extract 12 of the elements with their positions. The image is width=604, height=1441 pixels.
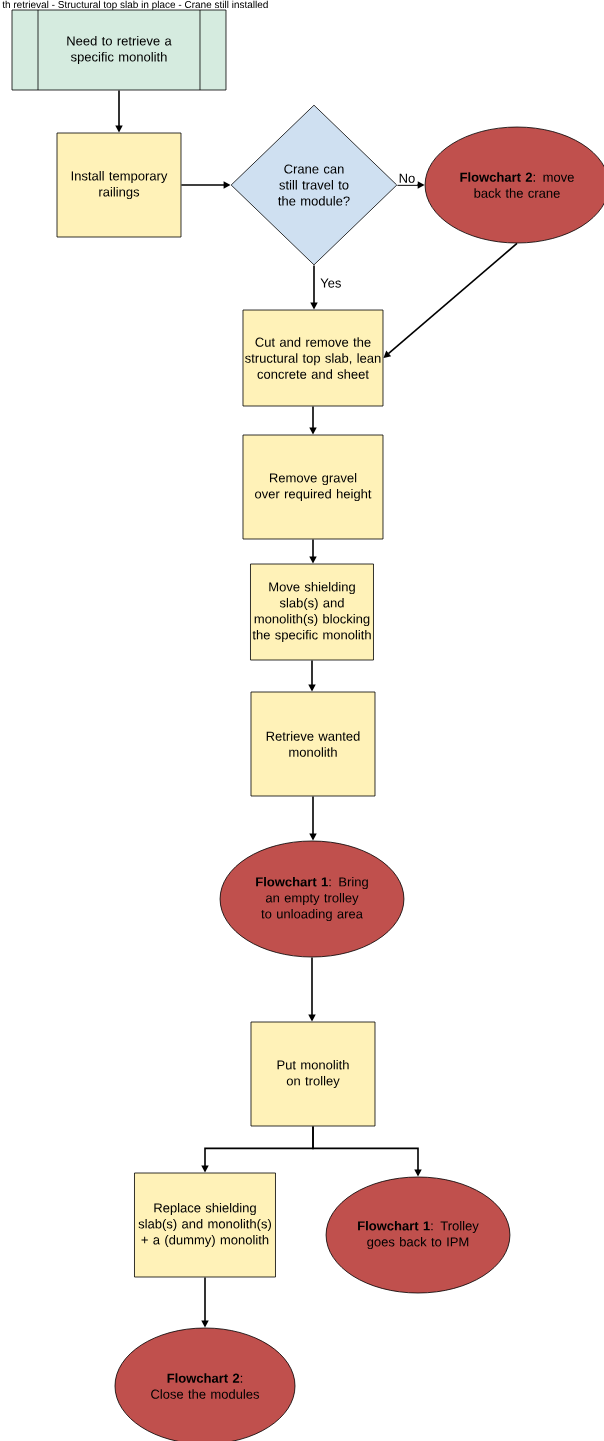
process-box: Remove gravel over required height (242, 434, 384, 540)
process-box: Replace shielding slab(s) and monolith(s) + a (dummy) monolith (134, 1172, 276, 1278)
process-box: Cut and remove the structural top slab, lean concrete and sheet (242, 309, 384, 407)
process-box: Move shielding slab(s) and monolith(s) blocking the specific monolith (250, 563, 374, 661)
process-box: Install temporary railings (56, 132, 182, 238)
arrow (383, 242, 518, 358)
start-box: Need to retrieve a specific monolith (11, 9, 227, 91)
process-box: Put monolith on trolley (250, 1021, 376, 1127)
edge-label: Yes (318, 276, 344, 290)
process-box: Retrieve wanted monolith (250, 691, 376, 797)
edge-label: No (396, 171, 418, 185)
title: th retrieval - Structural top slab in place - Crane still installed (2, 0, 268, 11)
